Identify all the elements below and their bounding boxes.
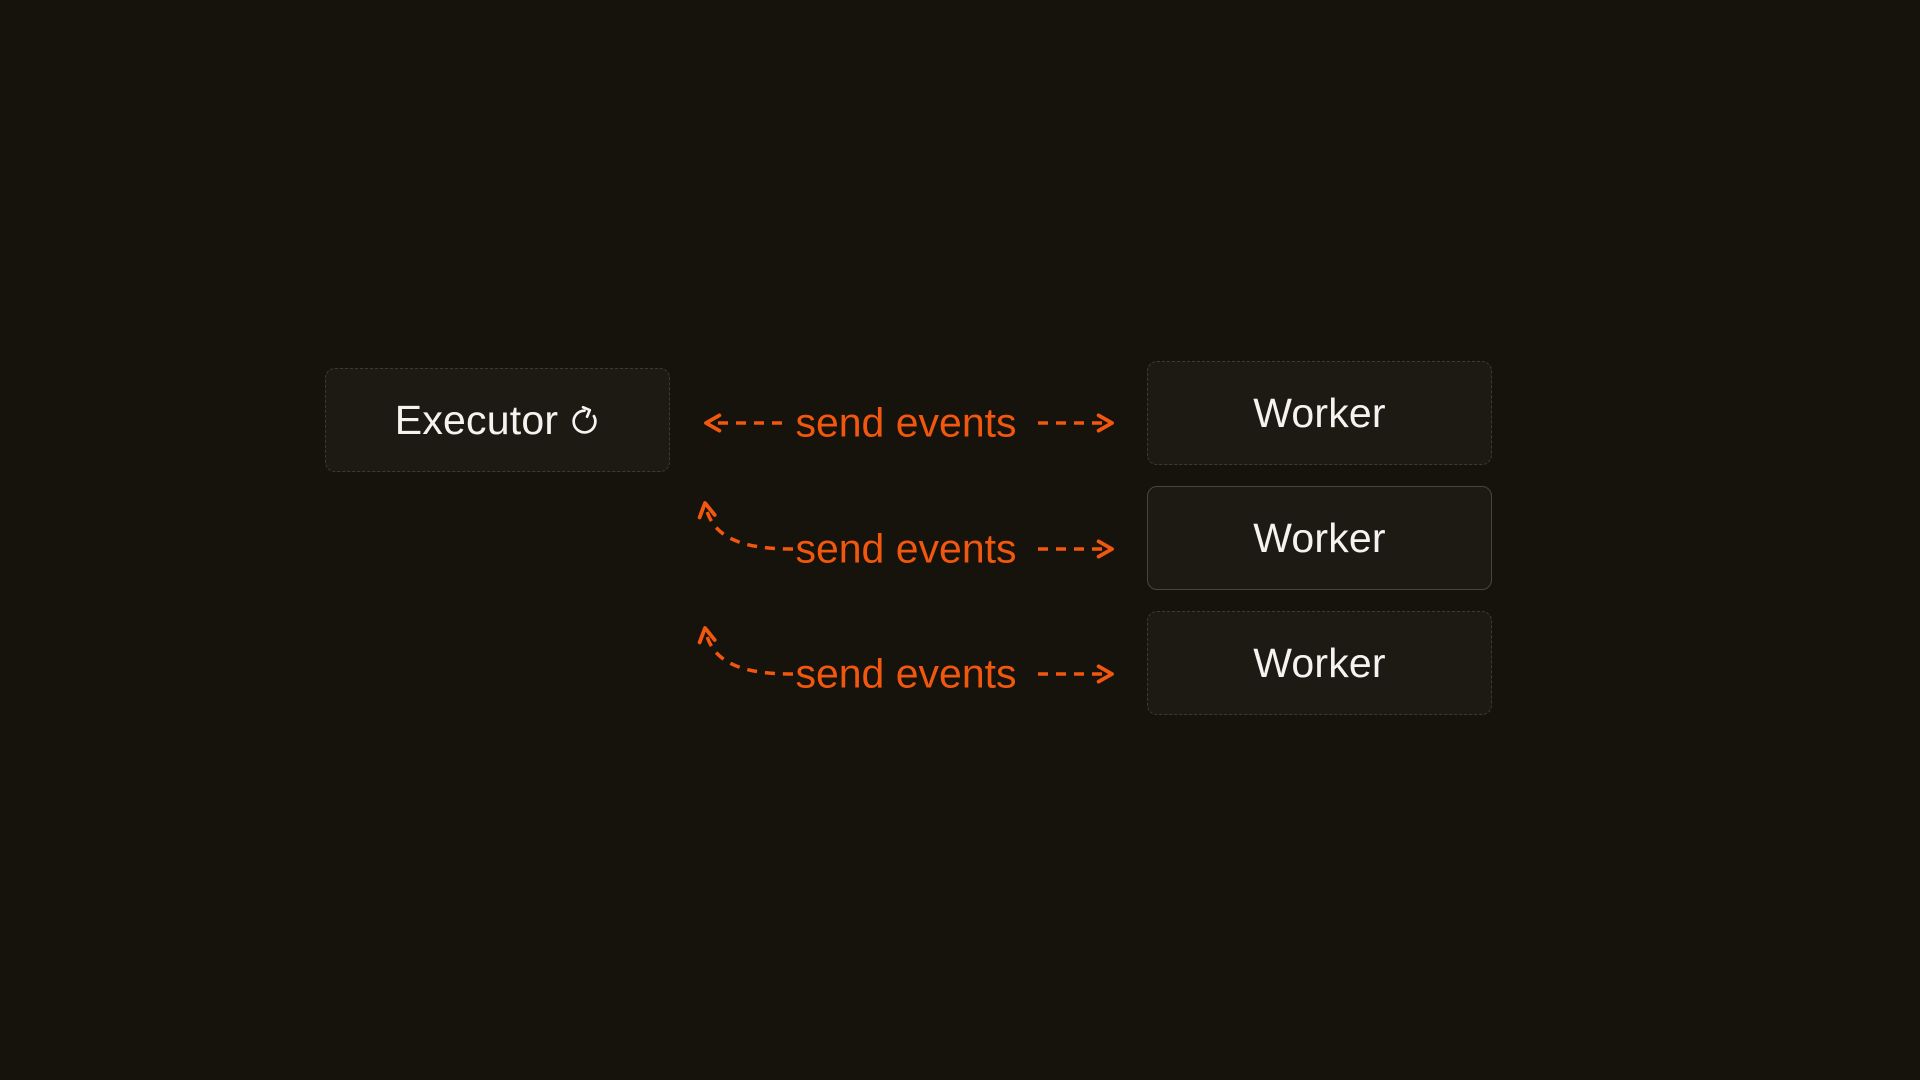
edge-3-left-curved-arrow — [697, 626, 794, 676]
executor-label: Executor — [394, 396, 559, 443]
worker-1-label: Worker — [1253, 389, 1386, 436]
edge-2-left-curved-arrow — [697, 501, 794, 551]
executor-node: Executor — [325, 368, 670, 472]
refresh-clockwise-icon — [569, 405, 600, 436]
worker-node-3: Worker — [1147, 611, 1492, 715]
worker-2-label: Worker — [1253, 514, 1386, 561]
edge-3-label: send events — [795, 650, 1017, 697]
edge-1-label: send events — [795, 399, 1017, 446]
edge-2-label: send events — [795, 525, 1017, 572]
worker-3-label: Worker — [1253, 639, 1386, 686]
worker-node-1: Worker — [1147, 361, 1492, 465]
worker-node-2: Worker — [1147, 486, 1492, 590]
